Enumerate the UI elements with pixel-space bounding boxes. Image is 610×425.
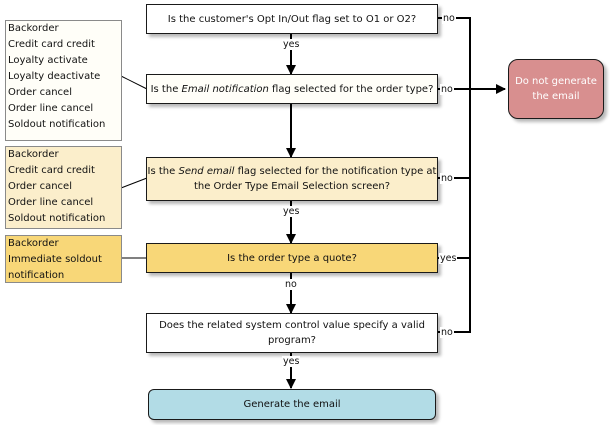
list-item: Credit card credit xyxy=(8,165,95,176)
end-text: Do not generate the email xyxy=(515,76,597,102)
label-no: no xyxy=(284,279,298,290)
label-no: no xyxy=(440,173,454,184)
list-item: Order line cancel xyxy=(8,103,94,114)
decision-system-control-value: Does the related system control value sp… xyxy=(146,313,438,353)
wire-list2 xyxy=(120,177,148,189)
list-item: Backorder xyxy=(8,238,59,249)
wire-q1-no xyxy=(437,17,471,89)
list-item: Credit card credit xyxy=(8,39,95,50)
end-text: Generate the email xyxy=(243,399,341,410)
list-item: Backorder xyxy=(8,23,59,34)
wire-list1 xyxy=(120,75,148,90)
label-no: no xyxy=(440,84,454,95)
order-types-list-1: Backorder Credit card credit Loyalty act… xyxy=(5,20,122,141)
decision-text: Is the Email notification flag selected … xyxy=(150,83,434,95)
end-generate-email: Generate the email xyxy=(148,389,436,420)
decision-order-type-quote: Is the order type a quote? xyxy=(146,243,438,273)
wire-q3-no xyxy=(437,89,471,179)
list-item: Backorder xyxy=(8,149,59,160)
list-item: notification xyxy=(8,270,65,281)
list-item: Loyalty deactivate xyxy=(8,71,101,82)
decision-text: Is the order type a quote? xyxy=(227,252,357,264)
label-yes: yes xyxy=(282,206,301,217)
decision-text: Does the related system control value sp… xyxy=(159,320,425,346)
list-item: Immediate soldout xyxy=(8,254,102,265)
label-no: no xyxy=(440,327,454,338)
list-item: Order line cancel xyxy=(8,197,94,208)
order-types-list-2: Backorder Credit card credit Order cance… xyxy=(5,146,122,229)
list-item: Loyalty activate xyxy=(8,55,88,66)
decision-text: Is the Send email flag selected for the … xyxy=(147,166,437,192)
label-yes: yes xyxy=(439,253,458,264)
decision-text: Is the customer's Opt In/Out flag set to… xyxy=(167,13,417,25)
label-no: no xyxy=(442,13,456,24)
list-item: Order cancel xyxy=(8,87,72,98)
decision-send-email: Is the Send email flag selected for the … xyxy=(146,157,438,201)
end-do-not-generate: Do not generate the email xyxy=(508,59,604,119)
order-types-list-3: Backorder Immediate soldout notification xyxy=(5,235,122,283)
decision-opt-in-out: Is the customer's Opt In/Out flag set to… xyxy=(146,4,438,34)
label-yes: yes xyxy=(282,39,301,50)
list-item: Soldout notification xyxy=(8,119,106,130)
list-item: Soldout notification xyxy=(8,213,106,224)
label-yes: yes xyxy=(282,356,301,367)
list-item: Order cancel xyxy=(8,181,72,192)
decision-email-notification: Is the Email notification flag selected … xyxy=(146,74,438,104)
